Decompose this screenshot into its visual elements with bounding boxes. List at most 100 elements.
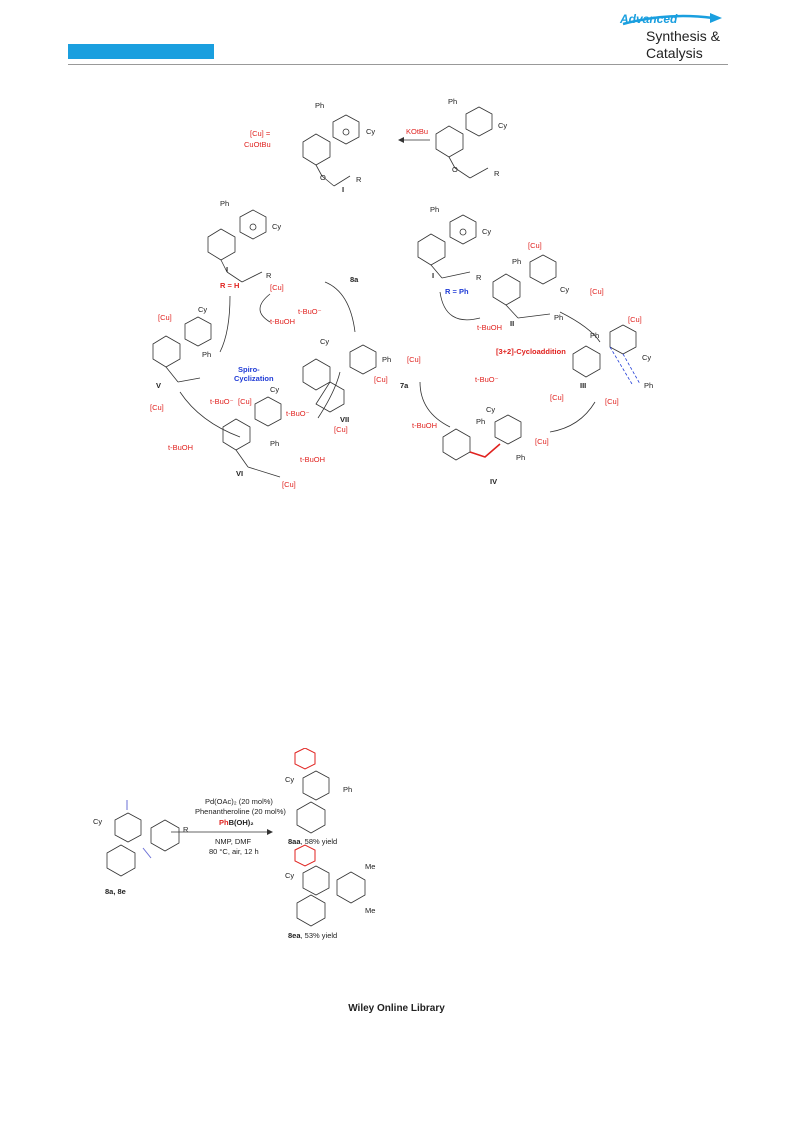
svg-text:O: O: [320, 173, 326, 182]
svg-text:Ph: Ph: [554, 313, 563, 322]
svg-text:Cy: Cy: [285, 871, 294, 880]
svg-text:II: II: [510, 319, 514, 328]
structure-I-left: Ph Cy R I: [207, 199, 281, 283]
svg-text:Ph: Ph: [512, 257, 521, 266]
svg-text:R: R: [494, 169, 500, 178]
product-7a: 7a: [400, 381, 409, 390]
product-8ea-label: 8ea, 53% yield: [288, 931, 337, 940]
svg-text:t-BuO⁻: t-BuO⁻: [475, 375, 499, 384]
svg-text:Ph: Ph: [516, 453, 525, 462]
svg-text:V: V: [156, 381, 161, 390]
logo-swoosh-icon: [622, 13, 722, 26]
svg-text:O: O: [452, 165, 458, 174]
svg-text:VI: VI: [236, 469, 243, 478]
svg-text:t-BuO⁻: t-BuO⁻: [286, 409, 310, 418]
svg-text:I: I: [226, 265, 228, 274]
cond-line-4: NMP, DMF: [215, 837, 252, 846]
structure-I-right: Ph Cy R I: [417, 205, 491, 282]
svg-text:Ph: Ph: [202, 350, 211, 359]
svg-text:Cy: Cy: [486, 405, 495, 414]
cond-line-5: 80 °C, air, 12 h: [209, 847, 259, 856]
svg-text:Ph: Ph: [220, 199, 229, 208]
svg-text:Ph: Ph: [476, 417, 485, 426]
svg-text:Cy: Cy: [285, 775, 294, 784]
label-spiro-2: Cyclization: [234, 374, 274, 383]
svg-text:[Cu]: [Cu]: [374, 375, 388, 384]
svg-text:[Cu]: [Cu]: [407, 355, 421, 364]
svg-text:Cy: Cy: [93, 817, 102, 826]
svg-text:Cy: Cy: [198, 305, 207, 314]
svg-text:Cy: Cy: [270, 385, 279, 394]
svg-text:[Cu]: [Cu]: [282, 480, 296, 489]
svg-text:Ph: Ph: [590, 331, 599, 340]
label-spiro-1: Spiro-: [238, 365, 260, 374]
svg-text:[Cu]: [Cu]: [590, 287, 604, 296]
svg-text:I: I: [342, 185, 344, 194]
svg-text:t-BuOH: t-BuOH: [300, 455, 325, 464]
cu-def-value: CuOtBu: [244, 140, 271, 149]
logo-line-synthesis: Synthesis &: [646, 28, 720, 44]
svg-text:Ph: Ph: [644, 381, 653, 390]
structure-IV: Cy Ph Ph [Cu] IV: [442, 405, 549, 486]
svg-text:I: I: [432, 271, 434, 280]
label-r-h: R = H: [220, 281, 239, 290]
structure-8a-8e: Cy R 8a, 8e: [93, 800, 189, 896]
cond-line-3: PhB(OH)₂: [219, 818, 254, 827]
svg-text:Cy: Cy: [272, 222, 281, 231]
svg-text:Ph: Ph: [382, 355, 391, 364]
svg-text:Ph: Ph: [315, 101, 324, 110]
svg-text:R: R: [356, 175, 362, 184]
svg-text:t-BuOH: t-BuOH: [477, 323, 502, 332]
svg-text:Cy: Cy: [498, 121, 507, 130]
structure-precursor-top: Ph Cy O R: [435, 97, 507, 179]
structure-VII: Cy Ph [Cu] VII: [302, 337, 391, 424]
derivatization-scheme: Cy R 8a, 8e Pd(OAc)₂ (20 mol%) Phenanthe…: [93, 748, 375, 940]
svg-text:III: III: [580, 381, 586, 390]
svg-text:Cy: Cy: [642, 353, 651, 362]
svg-text:Cy: Cy: [560, 285, 569, 294]
journal-logo: Advanced Synthesis & Catalysis: [618, 10, 738, 62]
svg-text:[Cu]: [Cu]: [334, 425, 348, 434]
svg-text:VII: VII: [340, 415, 349, 424]
svg-text:R: R: [266, 271, 272, 280]
svg-text:Cy: Cy: [320, 337, 329, 346]
logo-line-catalysis: Catalysis: [646, 45, 703, 61]
svg-text:t-BuO⁻: t-BuO⁻: [210, 397, 234, 406]
mechanism-scheme: [Cu] = CuOtBu Ph Cy O R I Ph Cy O R KOtB…: [150, 97, 653, 489]
label-cycloaddition: [3+2]-Cycloaddition: [496, 347, 566, 356]
svg-text:[Cu]: [Cu]: [150, 403, 164, 412]
structure-VI: [Cu] Cy Ph [Cu] VI: [222, 385, 296, 489]
svg-text:[Cu]: [Cu]: [238, 397, 252, 406]
svg-text:[Cu]: [Cu]: [535, 437, 549, 446]
structure-II: [Cu] Ph Cy Ph II: [492, 241, 569, 328]
header-rule: [68, 64, 728, 65]
header-accent-bar: [68, 44, 214, 59]
svg-text:R: R: [183, 825, 189, 834]
svg-text:Ph: Ph: [343, 785, 352, 794]
svg-text:[Cu]: [Cu]: [158, 313, 172, 322]
cond-line-1: Pd(OAc)₂ (20 mol%): [205, 797, 273, 806]
structure-8aa: Cy Ph 8aa, 58% yield: [285, 748, 352, 846]
svg-text:Me: Me: [365, 906, 375, 915]
reagent-kotbu: KOtBu: [406, 127, 428, 136]
svg-text:Ph: Ph: [270, 439, 279, 448]
structure-III: [Cu] Ph Cy Ph [Cu] III: [572, 315, 653, 406]
svg-text:[Cu]: [Cu]: [528, 241, 542, 250]
logo-line-advanced: Advanced: [620, 12, 678, 26]
svg-text:Cy: Cy: [366, 127, 375, 136]
svg-text:[Cu]: [Cu]: [605, 397, 619, 406]
svg-text:IV: IV: [490, 477, 497, 486]
svg-text:Cy: Cy: [482, 227, 491, 236]
cond-line-2: Phenantheroline (20 mol%): [195, 807, 286, 816]
footer-wiley: Wiley Online Library: [348, 1003, 445, 1014]
structure-I-top: Ph Cy O R I: [302, 101, 375, 194]
product-8a: 8a: [350, 275, 359, 284]
svg-text:[Cu]: [Cu]: [628, 315, 642, 324]
cu-def-label: [Cu] =: [250, 129, 271, 138]
start-material-label: 8a, 8e: [105, 887, 126, 896]
svg-text:[Cu]: [Cu]: [270, 283, 284, 292]
product-8aa-label: 8aa, 58% yield: [288, 837, 337, 846]
structure-V: [Cu] Cy Ph V: [152, 305, 212, 390]
label-r-ph: R = Ph: [445, 287, 469, 296]
svg-text:Ph: Ph: [448, 97, 457, 106]
